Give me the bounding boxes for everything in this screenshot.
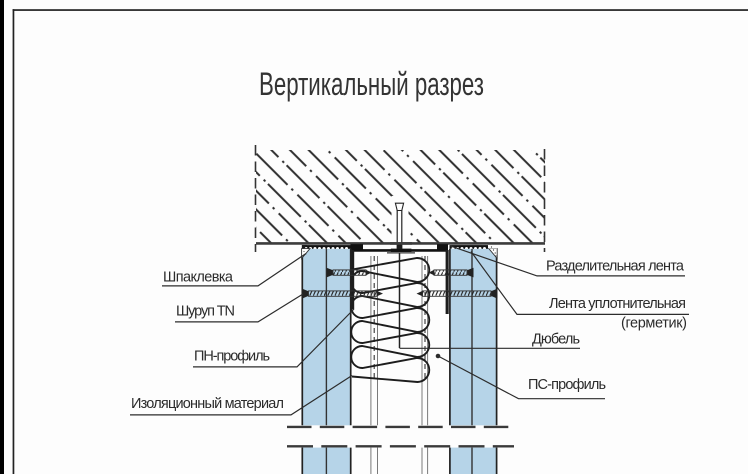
svg-text:Лента уплотнительная: Лента уплотнительная [549, 296, 686, 312]
svg-text:ПН-профиль: ПН-профиль [194, 349, 270, 365]
svg-text:ПС-профиль: ПС-профиль [528, 377, 606, 393]
svg-text:Шуруп TN: Шуруп TN [176, 304, 235, 320]
svg-text:Вертикальный разрез: Вертикальный разрез [259, 66, 484, 102]
svg-text:Разделительная лента: Разделительная лента [546, 259, 685, 275]
svg-text:Изоляционный материал: Изоляционный материал [131, 396, 284, 412]
svg-text:Шпаклевка: Шпаклевка [163, 270, 234, 286]
svg-text:(герметик): (герметик) [621, 316, 687, 332]
svg-text:Дюбель: Дюбель [532, 332, 580, 348]
